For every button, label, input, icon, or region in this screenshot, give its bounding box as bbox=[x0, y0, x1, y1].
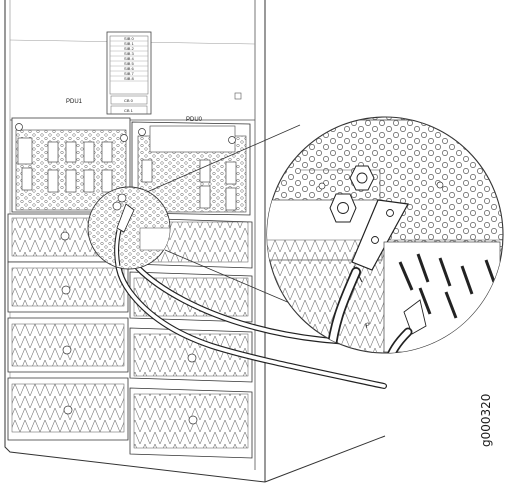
screw-icon bbox=[15, 123, 23, 131]
slot-label: CB 0 bbox=[124, 98, 134, 103]
slot-card-panel: SIB 0 SIB 1 SIB 2 SIB 3 SIB 4 SIB 5 SIB … bbox=[106, 31, 152, 115]
knob-icon bbox=[62, 345, 72, 355]
pdu-switch-row bbox=[17, 137, 113, 193]
ground-lug bbox=[351, 199, 409, 271]
svg-text:SIB 6: SIB 6 bbox=[124, 66, 135, 71]
slot-label: SIB 5 bbox=[110, 61, 148, 67]
callout-inset-large: P bbox=[266, 116, 504, 354]
chassis-indicator bbox=[234, 92, 242, 100]
screw-icon bbox=[120, 134, 128, 142]
knob-icon bbox=[61, 285, 71, 295]
knob-icon bbox=[187, 353, 197, 363]
pdu-switch-row bbox=[141, 159, 237, 211]
pdu1-module bbox=[11, 117, 131, 213]
slot-label: CB 1 bbox=[124, 108, 134, 113]
svg-text:SIB 0: SIB 0 bbox=[124, 36, 135, 41]
screw-icon bbox=[228, 136, 236, 144]
slot-label: SIB 7 bbox=[110, 71, 148, 77]
callout-leader bbox=[146, 124, 301, 193]
knob-icon bbox=[60, 231, 70, 241]
slot-label: SIB 4 bbox=[110, 56, 148, 62]
svg-text:SIB 2: SIB 2 bbox=[124, 46, 135, 51]
pdu0-module bbox=[131, 121, 251, 216]
pdu0-label: PDU0 bbox=[186, 117, 203, 123]
slot-label: SIB 2 bbox=[110, 46, 148, 52]
slot-label: SIB 0 bbox=[110, 36, 148, 42]
callout-circle-small bbox=[87, 186, 171, 270]
inset-caption-fragment: P bbox=[365, 322, 372, 330]
knob-icon bbox=[63, 405, 73, 415]
svg-text:SIB 4: SIB 4 bbox=[124, 56, 135, 61]
slot-label: SIB 6 bbox=[110, 66, 148, 72]
terminal-studs bbox=[398, 253, 496, 319]
svg-text:SIB 7: SIB 7 bbox=[124, 71, 135, 76]
svg-text:SIB 5: SIB 5 bbox=[124, 61, 135, 66]
knob-icon bbox=[188, 415, 198, 425]
svg-text:SIB 1: SIB 1 bbox=[124, 41, 135, 46]
svg-text:SIB 8: SIB 8 bbox=[124, 76, 135, 81]
slot-label: SIB 1 bbox=[110, 41, 148, 47]
slot-label: SIB 3 bbox=[110, 51, 148, 57]
figure-id: g000320 bbox=[479, 394, 493, 447]
slot-label: SIB 8 bbox=[110, 76, 148, 82]
pdu1-label: PDU1 bbox=[66, 99, 83, 105]
screw-icon bbox=[138, 128, 146, 136]
psu-bay-left bbox=[7, 213, 129, 441]
svg-text:SIB 3: SIB 3 bbox=[124, 51, 135, 56]
